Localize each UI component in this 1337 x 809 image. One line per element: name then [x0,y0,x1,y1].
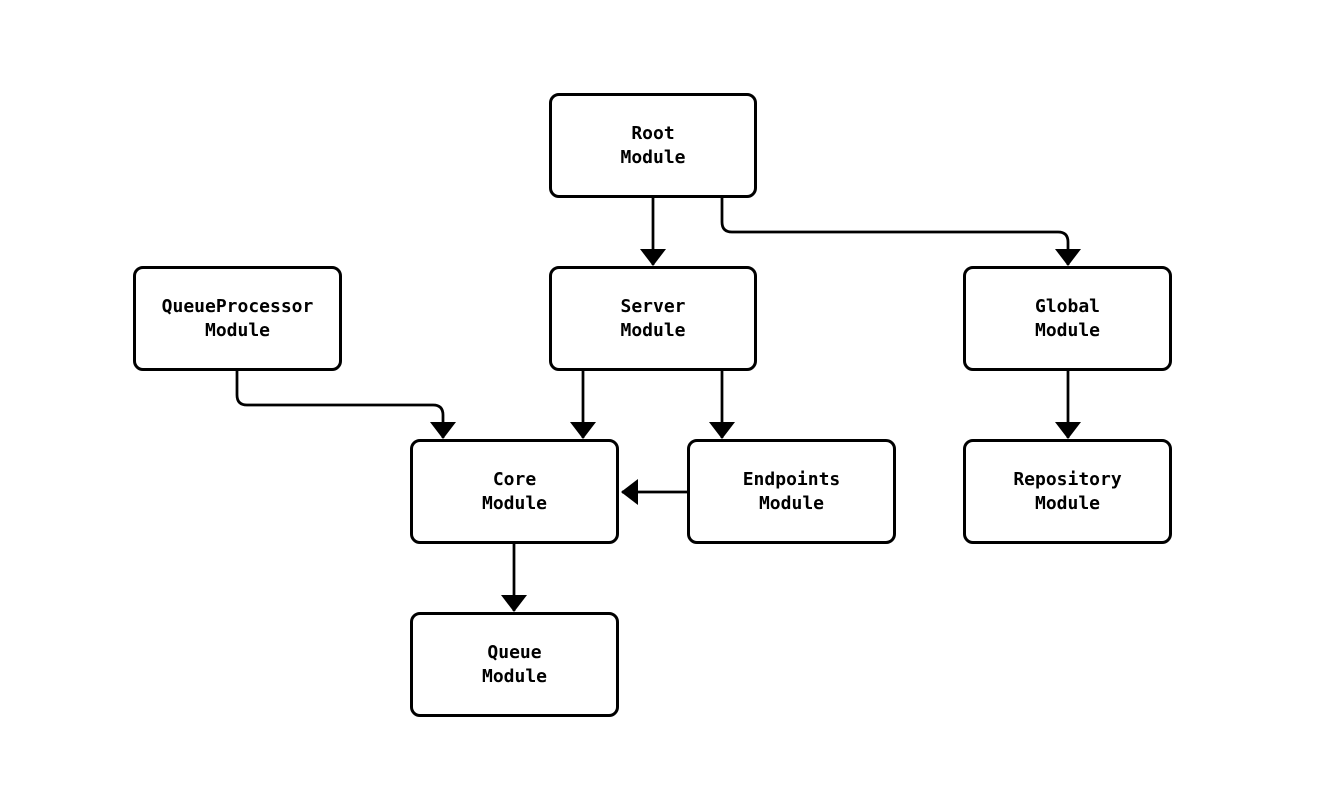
edge-root-global [720,198,1081,266]
edge-queueprocessor-core [235,371,456,439]
node-global-module: Global Module [963,266,1172,371]
node-label: Queue Module [481,642,548,687]
node-label: Server Module [620,296,686,341]
node-queue-module: Queue Module [410,612,619,717]
node-repository-module: Repository Module [963,439,1172,544]
node-label: Global Module [1034,296,1101,341]
node-queueprocessor-module: QueueProcessor Module [133,266,342,371]
node-label: Repository Module [1013,469,1122,514]
node-label: QueueProcessor Module [161,296,314,341]
node-server-module: Server Module [549,266,757,371]
node-root-module: Root Module [549,93,757,198]
node-core-module: Core Module [410,439,619,544]
node-endpoints-module: Endpoints Module [687,439,896,544]
node-label: Root Module [620,123,686,168]
node-label: Core Module [481,469,548,514]
node-label: Endpoints Module [742,469,841,514]
